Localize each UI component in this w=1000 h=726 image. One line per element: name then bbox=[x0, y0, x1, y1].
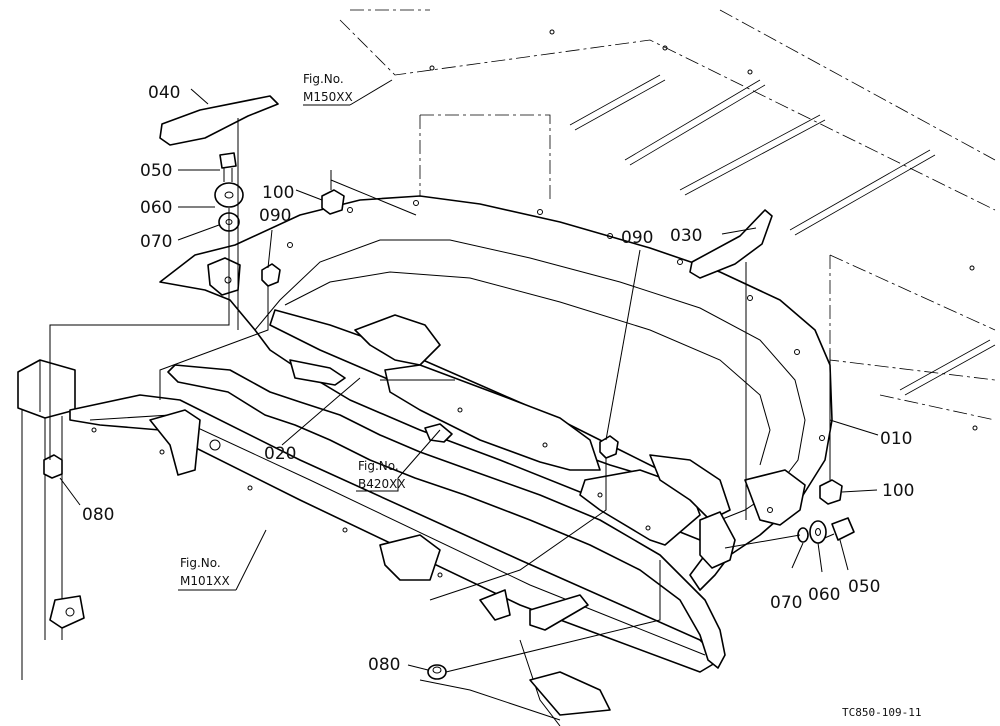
label-020: 020 bbox=[264, 444, 296, 464]
screw-100-lower bbox=[819, 460, 843, 505]
fig-b420-title: Fig.No. bbox=[358, 459, 399, 473]
bolt-050-right bbox=[819, 517, 855, 541]
label-030: 030 bbox=[670, 226, 702, 246]
label-080-bottom: 080 bbox=[368, 655, 400, 675]
washer-060-right bbox=[809, 520, 827, 544]
fig-m101-code: M101XX bbox=[180, 574, 230, 588]
pin-b420 bbox=[424, 423, 453, 443]
step-pad-030 bbox=[689, 209, 773, 279]
nut-090-left bbox=[261, 263, 281, 287]
nut-080-left bbox=[43, 454, 63, 479]
step-pad-040 bbox=[159, 95, 279, 146]
lower-frame-rail bbox=[69, 394, 721, 726]
washer-060-left bbox=[214, 182, 244, 208]
label-060-left: 060 bbox=[140, 198, 172, 218]
label-100-upper: 100 bbox=[262, 183, 294, 203]
fender-010 bbox=[159, 195, 833, 591]
fig-m150-title: Fig.No. bbox=[303, 72, 344, 86]
rubber-seal-020 bbox=[167, 364, 726, 669]
floor-panel bbox=[339, 9, 996, 431]
bolt-050-left bbox=[219, 152, 237, 182]
label-080-left: 080 bbox=[82, 505, 114, 525]
fig-m150-code: M150XX bbox=[303, 90, 353, 104]
label-070-left: 070 bbox=[140, 232, 172, 252]
label-100-lower: 100 bbox=[882, 481, 914, 501]
part-labels: 040 050 060 070 100 090 090 030 010 100 … bbox=[82, 83, 914, 675]
label-060-right: 060 bbox=[808, 585, 840, 605]
leader-lines bbox=[49, 79, 879, 673]
drawing-code: TC850-109-11 bbox=[842, 706, 921, 719]
label-050-left: 050 bbox=[140, 161, 172, 181]
nut-090-right bbox=[599, 435, 619, 459]
label-090-right: 090 bbox=[621, 228, 653, 248]
label-090-left: 090 bbox=[259, 206, 291, 226]
label-010: 010 bbox=[880, 429, 912, 449]
label-050-right: 050 bbox=[848, 577, 880, 597]
side-frame-left bbox=[17, 359, 85, 680]
fig-b420-code: B420XX bbox=[358, 477, 406, 491]
fig-m101-title: Fig.No. bbox=[180, 556, 221, 570]
nut-080-bottom bbox=[427, 664, 447, 680]
screw-100-upper bbox=[321, 172, 345, 215]
label-040: 040 bbox=[148, 83, 180, 103]
label-070-right: 070 bbox=[770, 593, 802, 613]
figure-references: Fig.No. M150XX Fig.No. B420XX Fig.No. M1… bbox=[178, 72, 406, 591]
